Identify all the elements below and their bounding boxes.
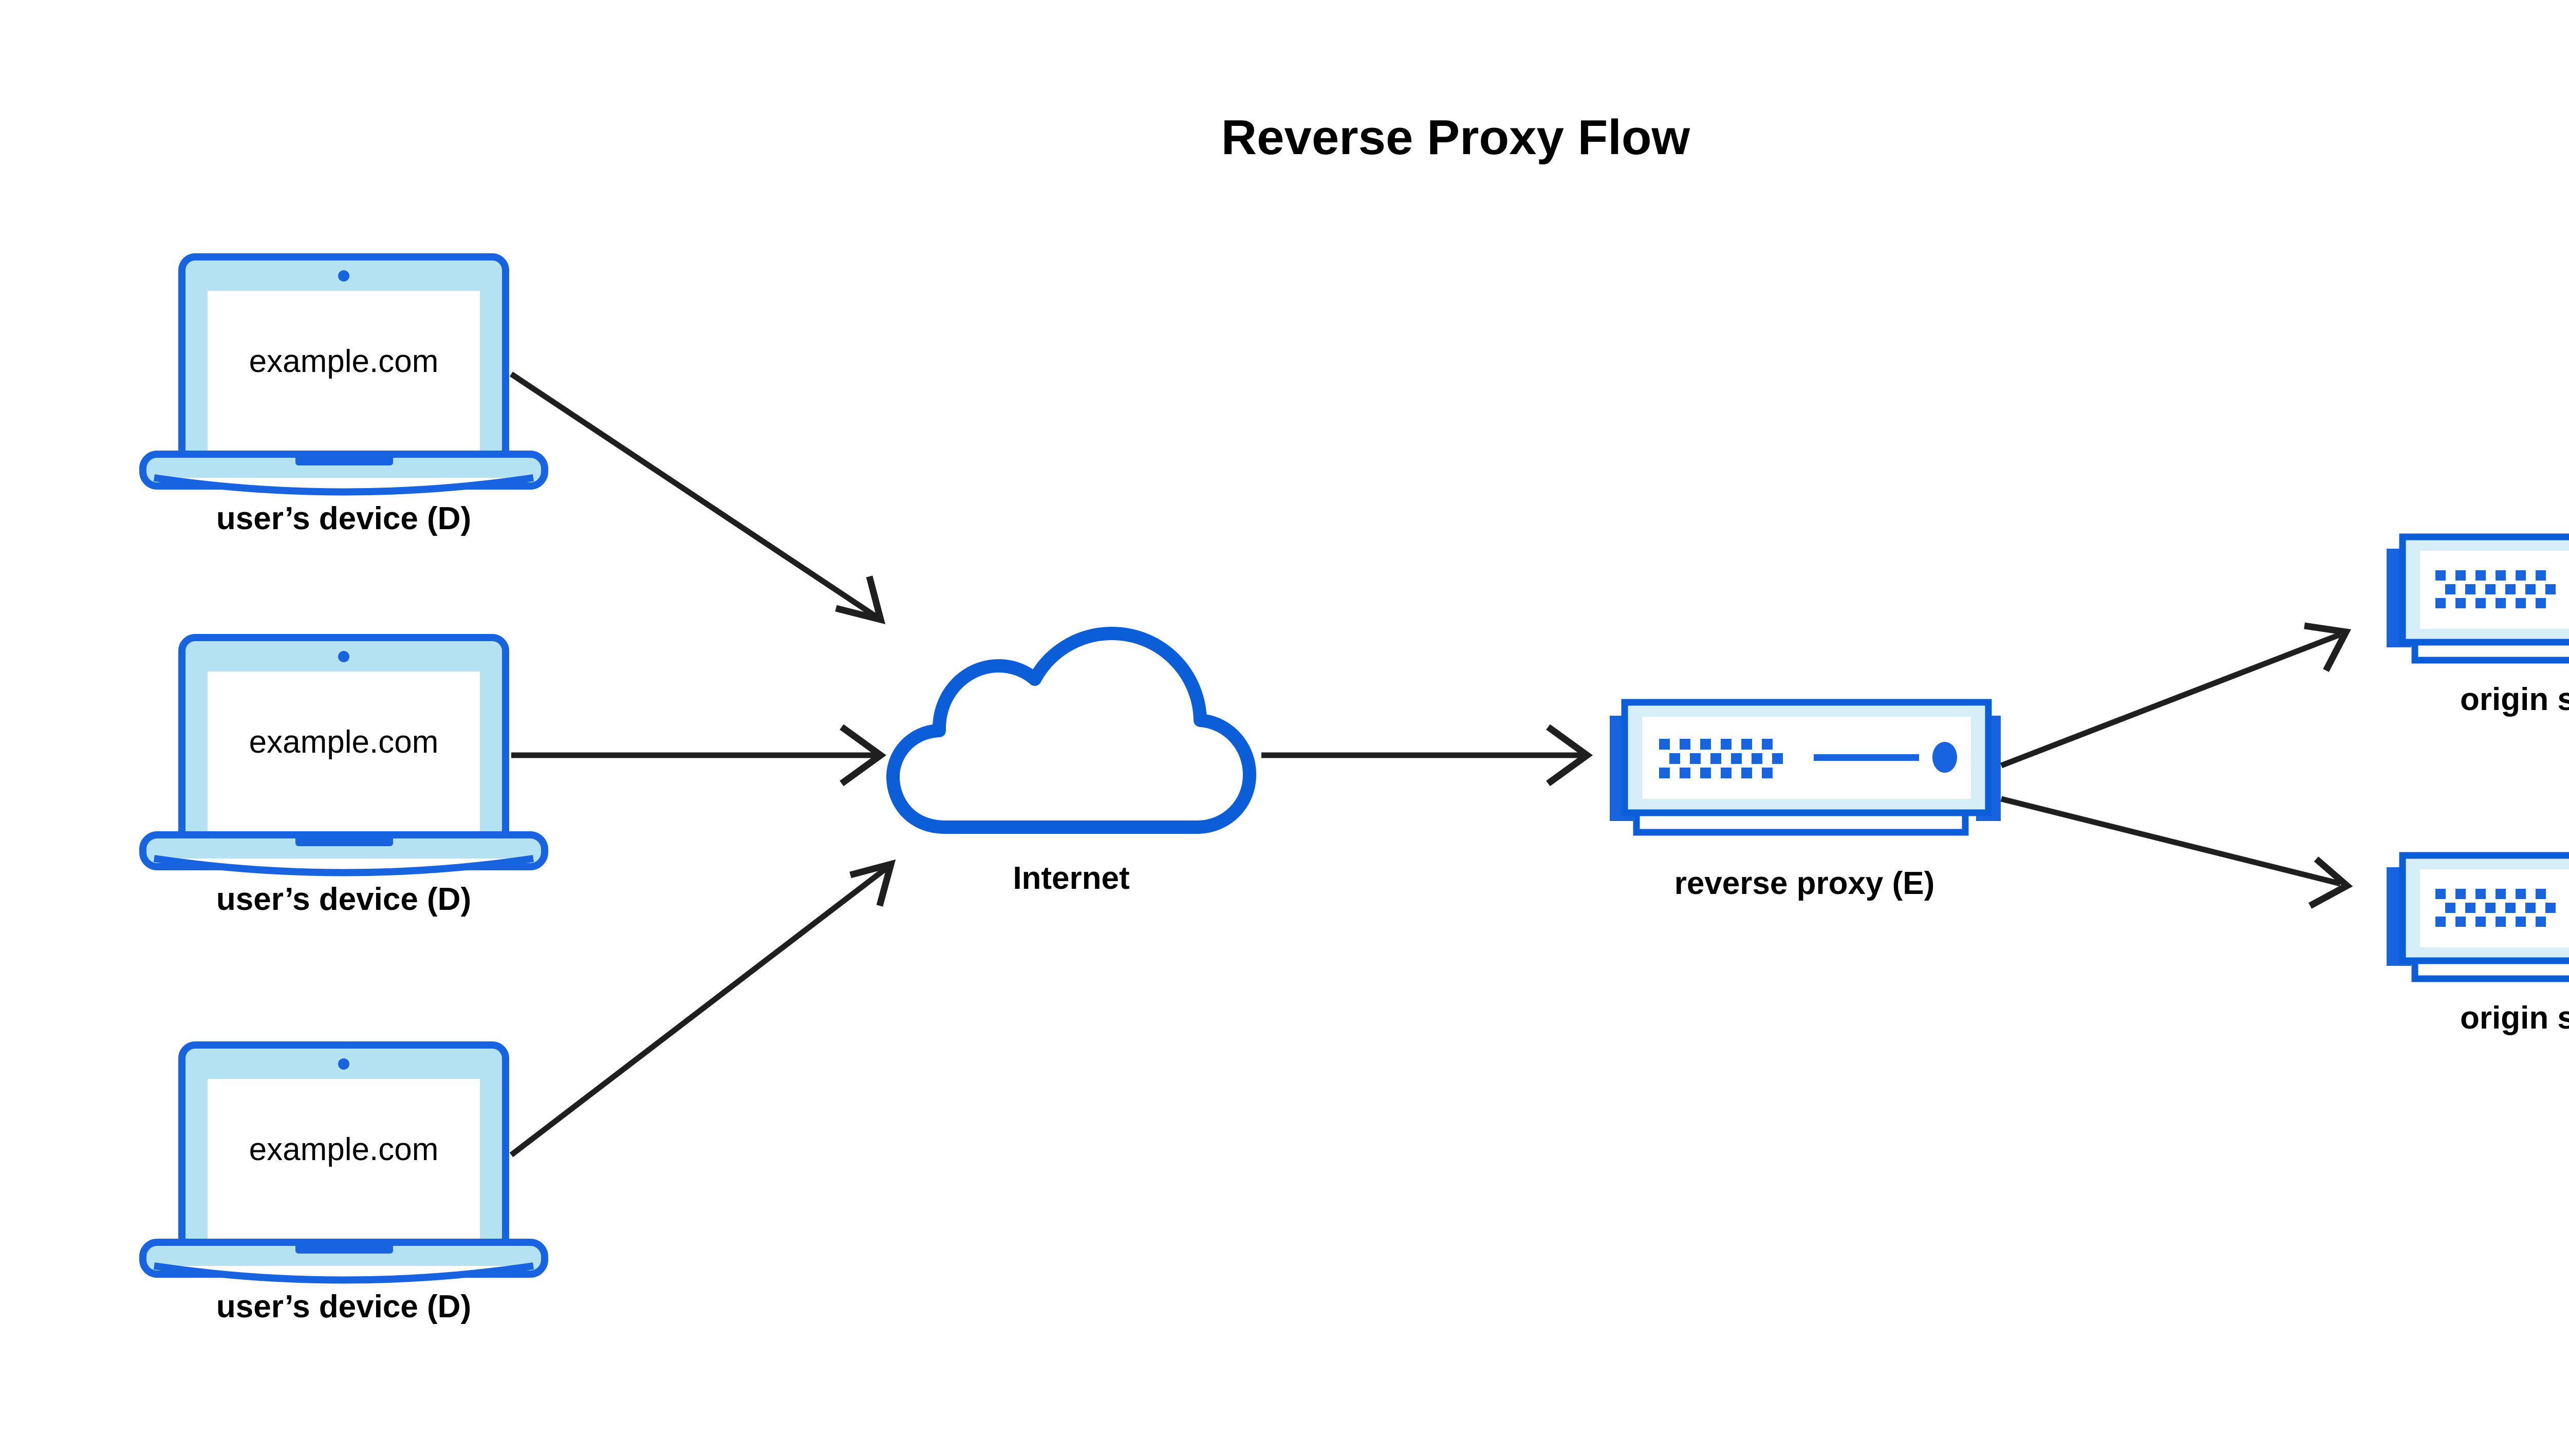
- server-led-grid-icon: [1659, 739, 1783, 778]
- device-node-top[interactable]: example.com user’s device (D): [139, 253, 548, 536]
- internet-cloud-node[interactable]: Internet: [886, 627, 1256, 896]
- laptop-camera-icon: [338, 1058, 349, 1070]
- laptop-screen-url: example.com: [249, 724, 439, 760]
- laptop-camera-icon: [338, 270, 349, 282]
- server-led-grid-icon: [2435, 570, 2556, 608]
- origin-server-node-bottom[interactable]: origin server (F): [2387, 852, 2569, 1036]
- laptop-screen: [208, 1079, 480, 1248]
- internet-label: Internet: [1013, 861, 1129, 896]
- server-led-grid-icon: [2435, 889, 2556, 927]
- edge-internet-to-reverse-proxy: [1261, 724, 1593, 787]
- edge-proxy-to-origin-top: [2000, 622, 2351, 769]
- edge-proxy-to-origin-bottom: [2000, 796, 2353, 909]
- origin-server-node-top[interactable]: origin server (F): [2387, 533, 2569, 717]
- device-label-bottom: user’s device (D): [216, 1289, 471, 1324]
- edge-device-bottom-to-internet: [509, 859, 896, 1158]
- laptop-trackpad-notch: [295, 835, 393, 846]
- server-status-line-icon: [1814, 754, 1919, 761]
- laptop-screen-url: example.com: [249, 344, 439, 379]
- reverse-proxy-node[interactable]: reverse proxy (E): [1610, 699, 2001, 901]
- device-node-middle[interactable]: example.com user’s device (D): [139, 634, 548, 917]
- edge-device-top-to-internet: [509, 371, 886, 624]
- laptop-screen: [208, 291, 480, 460]
- origin-server-label-bottom: origin server (F): [2460, 1000, 2569, 1036]
- server-status-lamp-icon: [1932, 742, 1957, 773]
- device-label-middle: user’s device (D): [216, 882, 471, 917]
- laptop-screen: [208, 671, 480, 841]
- laptop-base-lip: [153, 474, 534, 496]
- laptop-trackpad-notch: [295, 454, 393, 465]
- device-node-bottom[interactable]: example.com user’s device (D): [139, 1041, 548, 1324]
- laptop-base-lip: [153, 1262, 534, 1284]
- reverse-proxy-label: reverse proxy (E): [1674, 866, 1935, 901]
- laptop-base-lip: [153, 855, 534, 876]
- laptop-screen-url: example.com: [249, 1132, 439, 1167]
- page-title: Reverse Proxy Flow: [1221, 110, 1690, 165]
- device-label-top: user’s device (D): [216, 501, 471, 536]
- cloud-icon: [886, 627, 1256, 834]
- origin-server-label-top: origin server (F): [2460, 682, 2569, 717]
- edge-device-middle-to-internet: [511, 724, 887, 787]
- laptop-camera-icon: [338, 651, 349, 662]
- laptop-trackpad-notch: [295, 1242, 393, 1254]
